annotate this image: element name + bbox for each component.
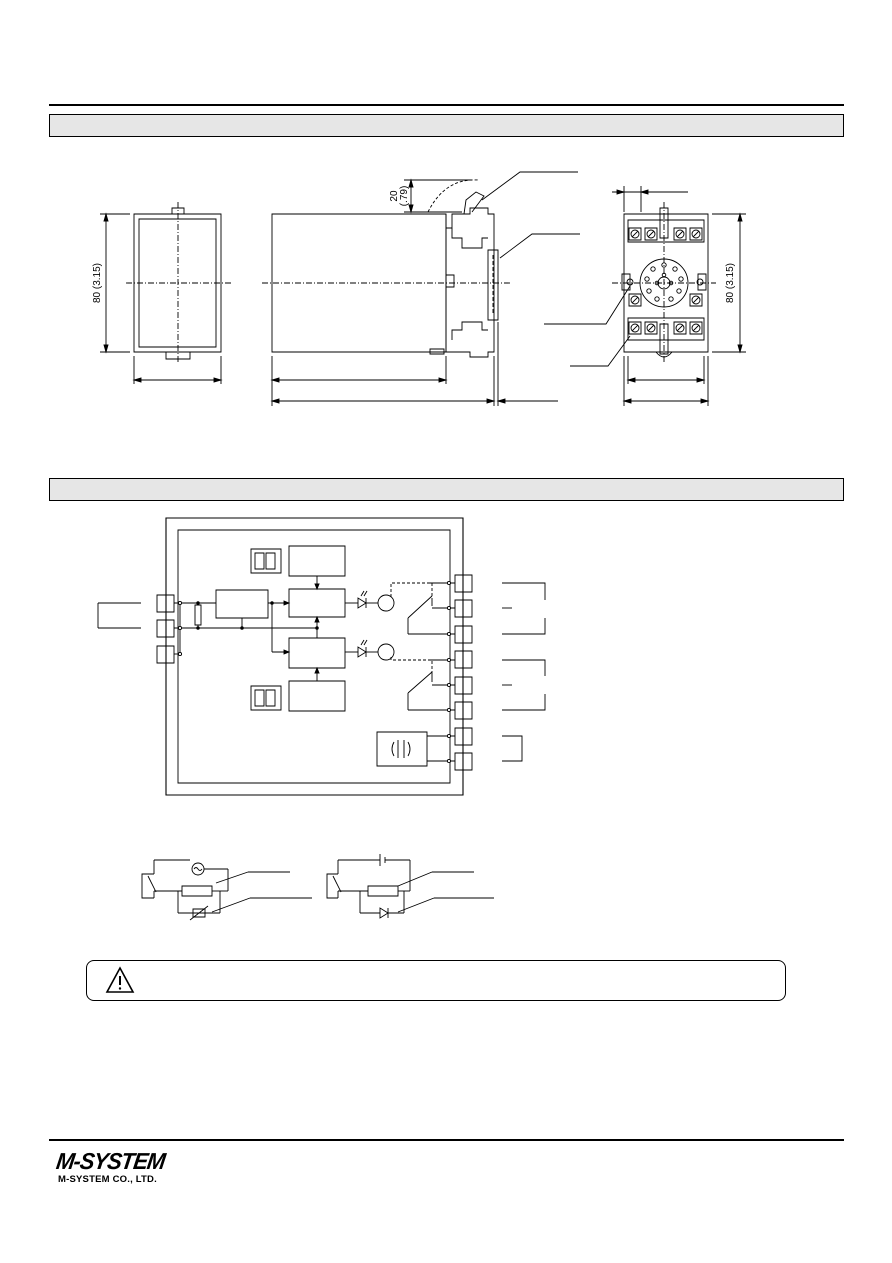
socket-view xyxy=(544,186,746,406)
company-name: M-SYSTEM CO., LTD. xyxy=(58,1174,157,1185)
caution-box xyxy=(86,960,786,1001)
logo-wordmark: M-SYSTEM xyxy=(54,1147,167,1175)
contact-protection-dc xyxy=(327,854,494,918)
dimensions-drawing: 80 (3.15) 20 (.7 xyxy=(92,0,892,470)
front-view xyxy=(100,202,231,384)
socket-height-dimension: 80 (3.15) xyxy=(725,263,736,303)
section-header-dimensions xyxy=(49,114,844,137)
side-view xyxy=(262,172,580,406)
warning-triangle-icon xyxy=(105,966,135,993)
section-header-schematic xyxy=(49,478,844,501)
top-rule xyxy=(49,104,844,106)
clearance-dimension: 20 xyxy=(389,190,400,202)
contact-protection-ac xyxy=(142,860,312,920)
clearance-dimension-inch: (.79) xyxy=(399,186,410,207)
front-height-dimension: 80 (3.15) xyxy=(92,263,103,303)
company-logo: M-SYSTEM M-SYSTEM CO., LTD. xyxy=(54,1147,167,1185)
